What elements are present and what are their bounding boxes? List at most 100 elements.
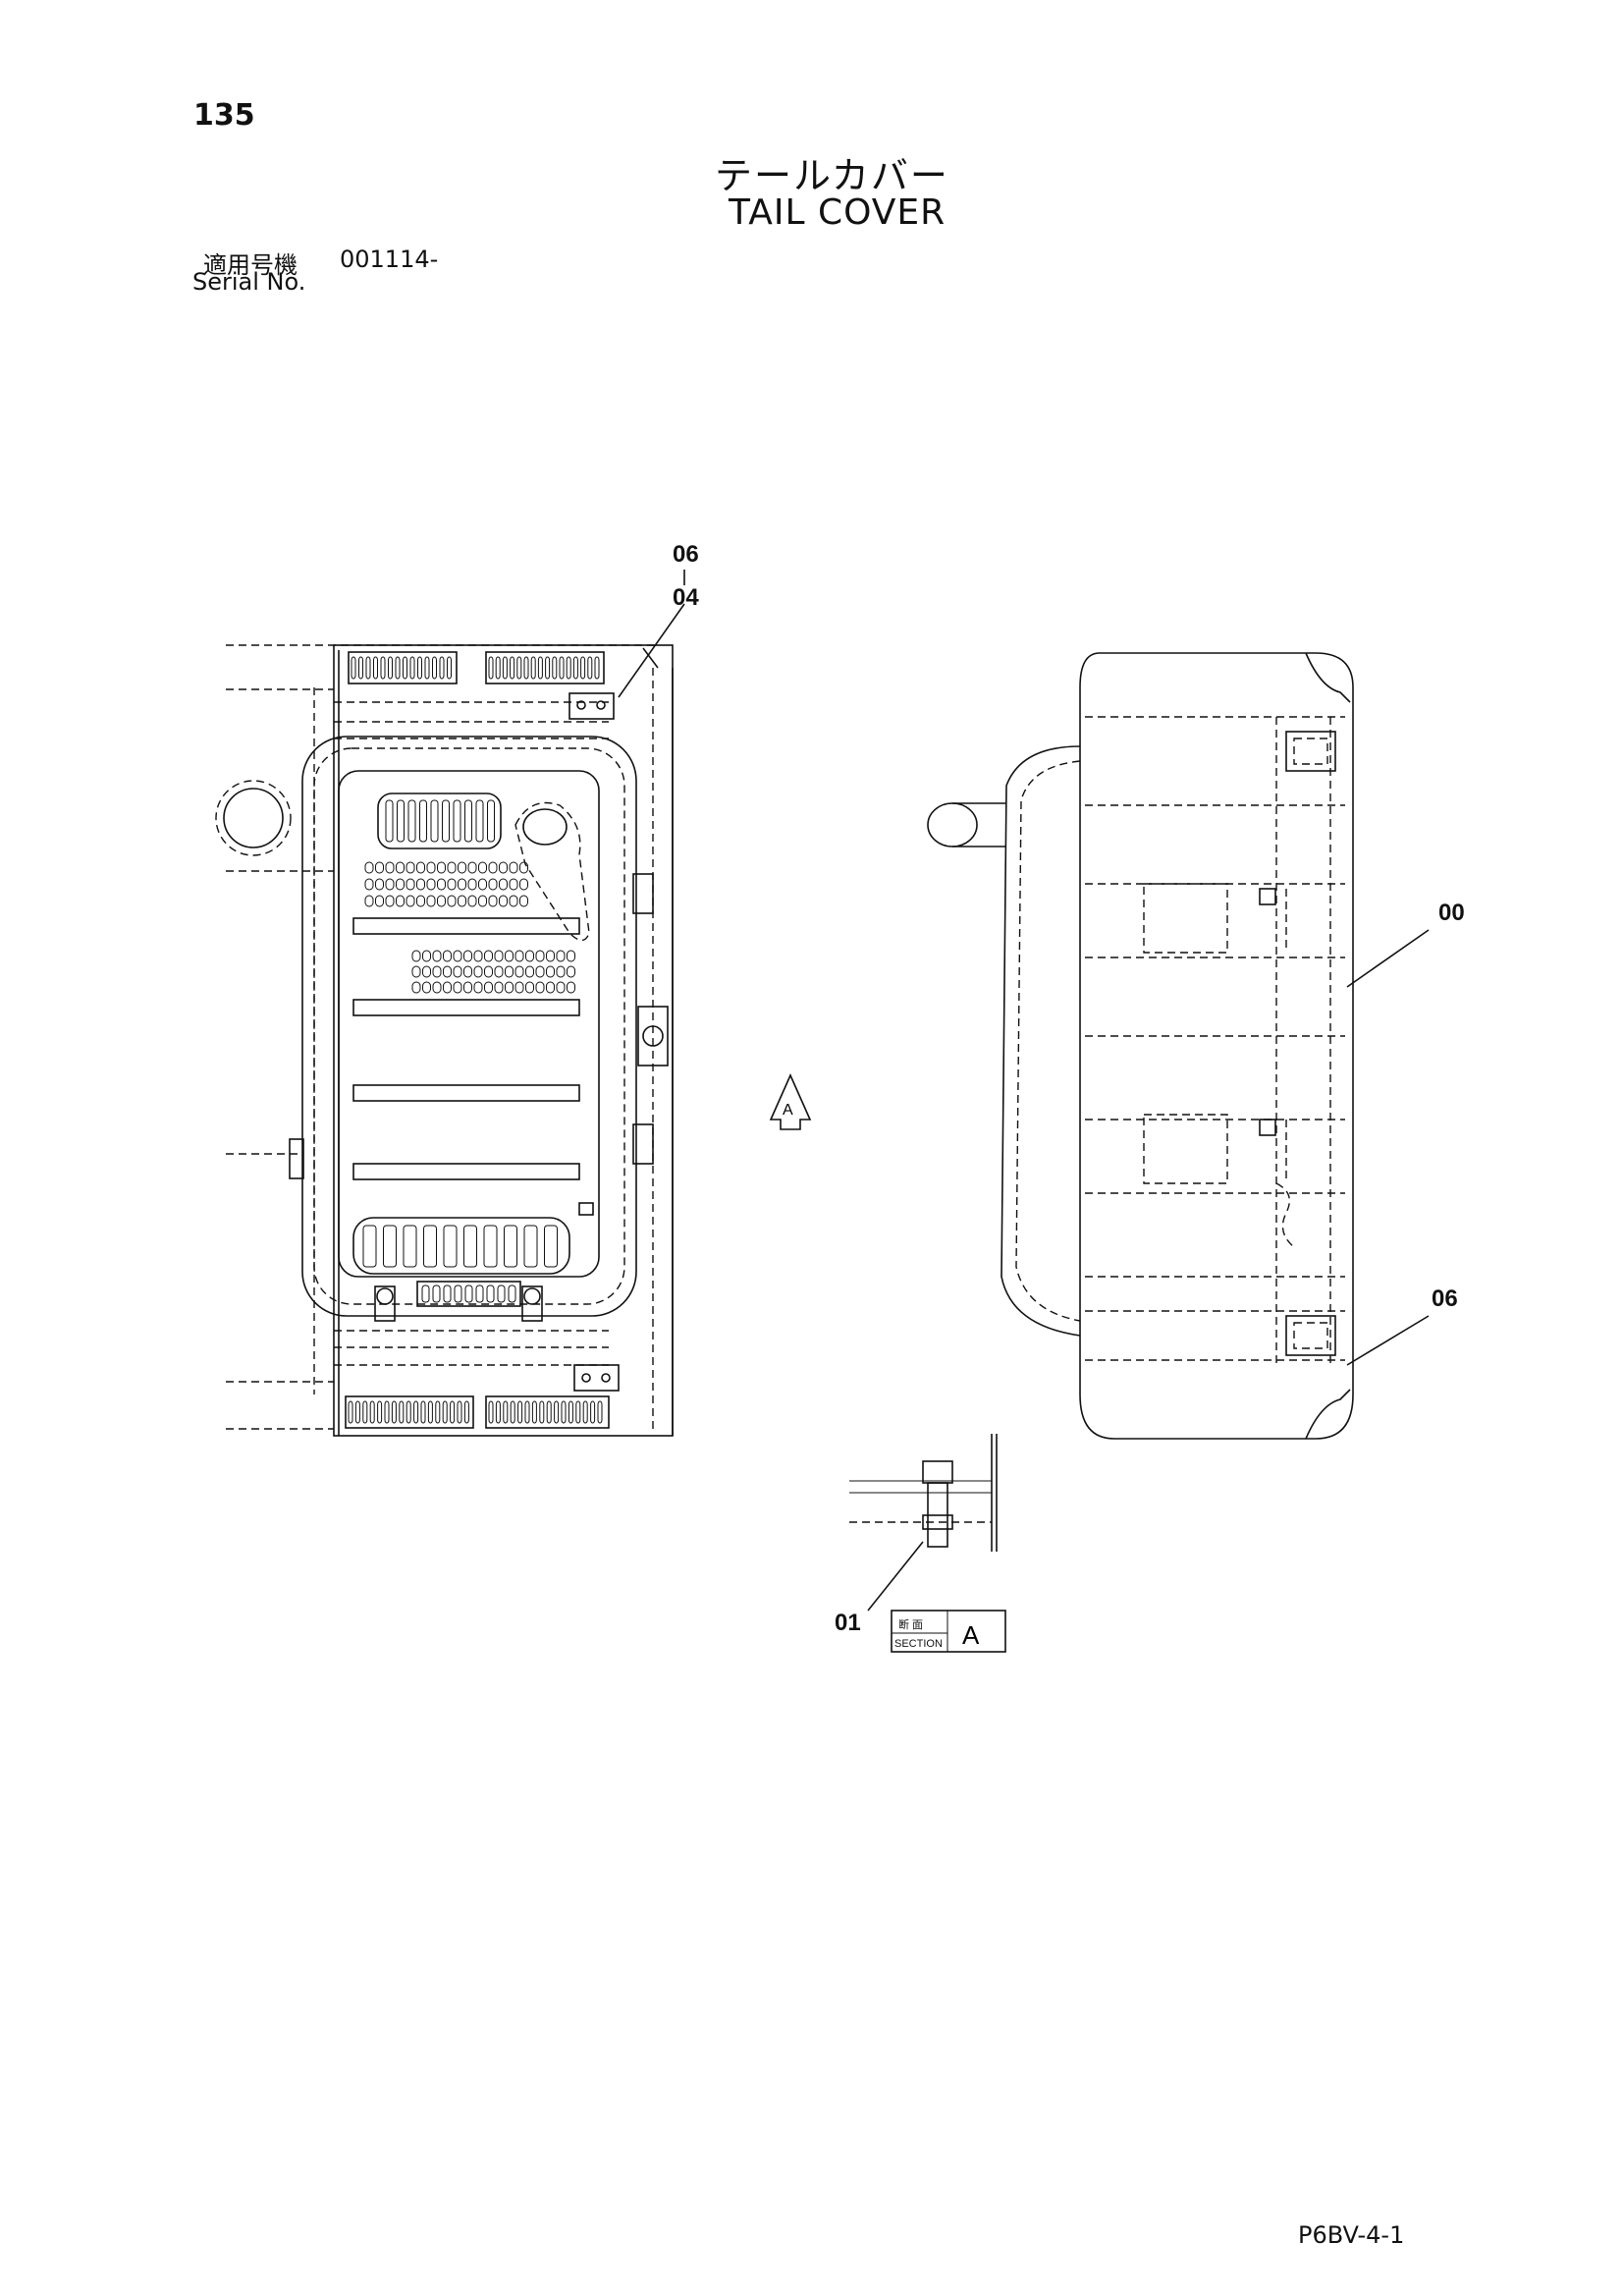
hole [375, 861, 384, 874]
hole [437, 878, 446, 891]
hole [556, 981, 566, 994]
hole [473, 950, 483, 962]
slot [406, 1400, 411, 1424]
slot [385, 799, 394, 843]
hole [447, 878, 457, 891]
hole [385, 861, 395, 874]
slot [373, 656, 378, 680]
hole [406, 861, 415, 874]
slot [362, 1400, 368, 1424]
slot [503, 1400, 509, 1424]
hole [396, 861, 405, 874]
hole [463, 950, 472, 962]
page-title-jp: テールカバー [715, 154, 949, 197]
slot [495, 1400, 501, 1424]
hole [473, 981, 483, 994]
slot [397, 799, 405, 843]
hole [546, 950, 555, 962]
slot [395, 656, 401, 680]
slot [582, 1400, 588, 1424]
slot [545, 656, 551, 680]
hole [478, 895, 487, 907]
slot [587, 656, 593, 680]
hole [432, 981, 442, 994]
hole [567, 950, 575, 962]
callout-01: 01 [835, 1610, 861, 1636]
hole [509, 878, 518, 891]
slot [351, 656, 356, 680]
hole [499, 895, 508, 907]
slot [488, 1400, 494, 1424]
slot [594, 656, 600, 680]
hole [525, 965, 534, 978]
hole [467, 895, 477, 907]
slot [488, 656, 494, 680]
slot [495, 656, 501, 680]
hole [509, 895, 518, 907]
hole [525, 950, 534, 962]
slot [407, 799, 416, 843]
slot [566, 656, 571, 680]
slot [432, 656, 437, 680]
slot [348, 1400, 353, 1424]
hole [514, 950, 524, 962]
hole [478, 878, 487, 891]
hole [514, 965, 524, 978]
slot [454, 1285, 462, 1303]
slot [450, 1400, 456, 1424]
hole [375, 895, 384, 907]
hole [525, 981, 534, 994]
slot [546, 1400, 552, 1424]
hole [499, 861, 508, 874]
hole [432, 950, 442, 962]
slot [580, 656, 586, 680]
hole [514, 981, 524, 994]
slot [399, 1400, 405, 1424]
slot [483, 1225, 498, 1268]
hole [437, 895, 446, 907]
hole [484, 981, 493, 994]
page-number: 135 [193, 98, 255, 133]
hole [505, 981, 514, 994]
slot [508, 1285, 516, 1303]
slot [537, 656, 543, 680]
slot [554, 1400, 560, 1424]
hole [443, 981, 452, 994]
slot [561, 1400, 567, 1424]
slot [497, 1285, 506, 1303]
slot [443, 1225, 458, 1268]
hole [535, 965, 545, 978]
hole [453, 981, 462, 994]
slot [453, 799, 461, 843]
slot [403, 1225, 417, 1268]
slot [559, 656, 565, 680]
slot [369, 1400, 375, 1424]
slot [539, 1400, 545, 1424]
hole [519, 861, 528, 874]
hole [488, 878, 498, 891]
hole [437, 861, 446, 874]
hole [426, 861, 436, 874]
slot [423, 1225, 437, 1268]
slot [354, 1400, 360, 1424]
section-box-letter: A [962, 1620, 980, 1650]
slot [419, 799, 427, 843]
hole [453, 950, 462, 962]
slot [383, 1225, 397, 1268]
hole [422, 950, 431, 962]
document-code: P6BV-4-1 [1298, 2221, 1405, 2249]
slot [439, 656, 445, 680]
callout-06-top: 06 [673, 541, 699, 568]
hole [416, 861, 425, 874]
slot [432, 1285, 441, 1303]
hole [567, 965, 575, 978]
hole [484, 965, 493, 978]
hole [396, 895, 405, 907]
hole [396, 878, 405, 891]
hole [467, 861, 477, 874]
hole [385, 895, 395, 907]
callout-06-side: 06 [1432, 1285, 1458, 1312]
slot [358, 656, 363, 680]
hole [467, 878, 477, 891]
slot [523, 656, 529, 680]
